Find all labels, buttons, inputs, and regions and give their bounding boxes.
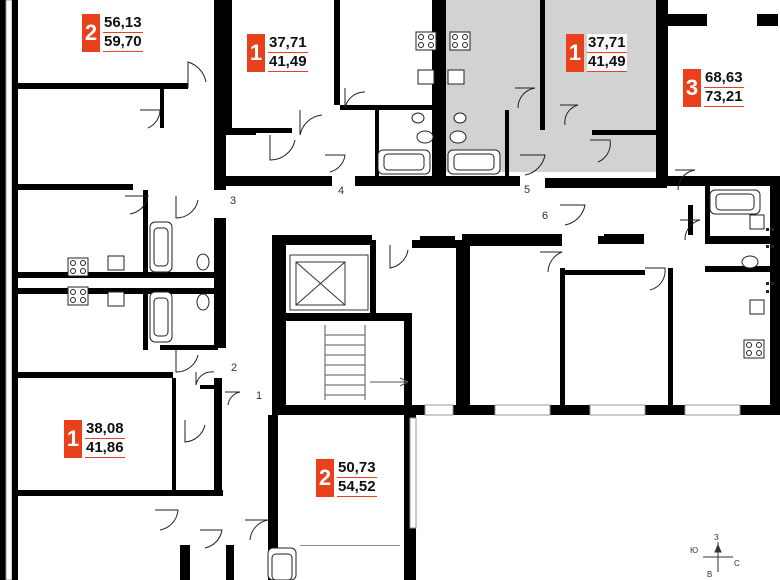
apartment-label-3[interactable]: 1 37,71 41,49 (566, 34, 627, 72)
door-number-6: 6 (542, 210, 549, 222)
elevator-shaft (289, 254, 369, 311)
apartment-label-1[interactable]: 2 56,13 59,70 (82, 14, 143, 52)
room-count-badge: 1 (64, 420, 82, 458)
door-number-4: 4 (338, 185, 345, 197)
area-with-balcony: 54,52 (337, 478, 377, 497)
total-area: 56,13 (103, 14, 143, 33)
total-area: 37,71 (268, 34, 308, 53)
total-area: 68,63 (704, 69, 744, 88)
area-values: 38,08 41,86 (82, 420, 125, 458)
room-count-badge: 1 (566, 34, 584, 72)
central-walls (226, 0, 778, 188)
apartment-label-2[interactable]: 1 37,71 41,49 (247, 34, 308, 72)
left-apartment-walls (18, 0, 226, 496)
door-number-1: 1 (256, 390, 263, 402)
area-values: 50,73 54,52 (334, 459, 377, 497)
apartment-label-4[interactable]: 3 68,63 73,21 (683, 69, 744, 107)
stoves (67, 31, 765, 359)
selected-apartment-fill (446, 0, 658, 172)
area-with-balcony: 41,49 (268, 53, 308, 72)
area-with-balcony: 41,49 (587, 53, 627, 72)
door-number-3: 3 (230, 195, 237, 207)
compass-south-label: В (707, 570, 713, 579)
windows-bottom (424, 404, 741, 416)
outer-wall-left (0, 0, 6, 580)
room-count-badge: 2 (316, 459, 334, 497)
door-number-2: 2 (231, 362, 238, 374)
outer-wall-left-inner (12, 0, 18, 580)
core-walls (272, 234, 780, 415)
apartment-label-5[interactable]: 1 38,08 41,86 (64, 420, 125, 458)
door-swings (125, 61, 701, 549)
compass-west-label: Ю (690, 546, 699, 555)
area-values: 37,71 41,49 (584, 34, 627, 72)
compass-east-label: С (734, 559, 740, 568)
area-values: 56,13 59,70 (100, 14, 143, 52)
electrical-markers (766, 228, 774, 293)
area-values: 68,63 73,21 (701, 69, 744, 107)
area-values: 37,71 41,49 (265, 34, 308, 72)
total-area: 37,71 (587, 34, 627, 53)
room-count-badge: 2 (82, 14, 100, 52)
interior-door-gaps (93, 236, 638, 278)
room-count-badge: 3 (683, 69, 701, 107)
area-with-balcony: 59,70 (103, 33, 143, 52)
total-area: 50,73 (337, 459, 377, 478)
compass-north-label: З (714, 533, 719, 542)
area-with-balcony: 73,21 (704, 88, 744, 107)
door-number-5: 5 (524, 184, 531, 196)
area-with-balcony: 41,86 (85, 439, 125, 458)
bathroom-fixtures (107, 69, 765, 580)
staircase (324, 325, 409, 400)
total-area: 38,08 (85, 420, 125, 439)
apartment-label-6[interactable]: 2 50,73 54,52 (316, 459, 377, 497)
room-count-badge: 1 (247, 34, 265, 72)
window-strip-left (5, 0, 13, 580)
compass-rose (703, 542, 733, 572)
lower-apartment-walls (180, 415, 417, 580)
